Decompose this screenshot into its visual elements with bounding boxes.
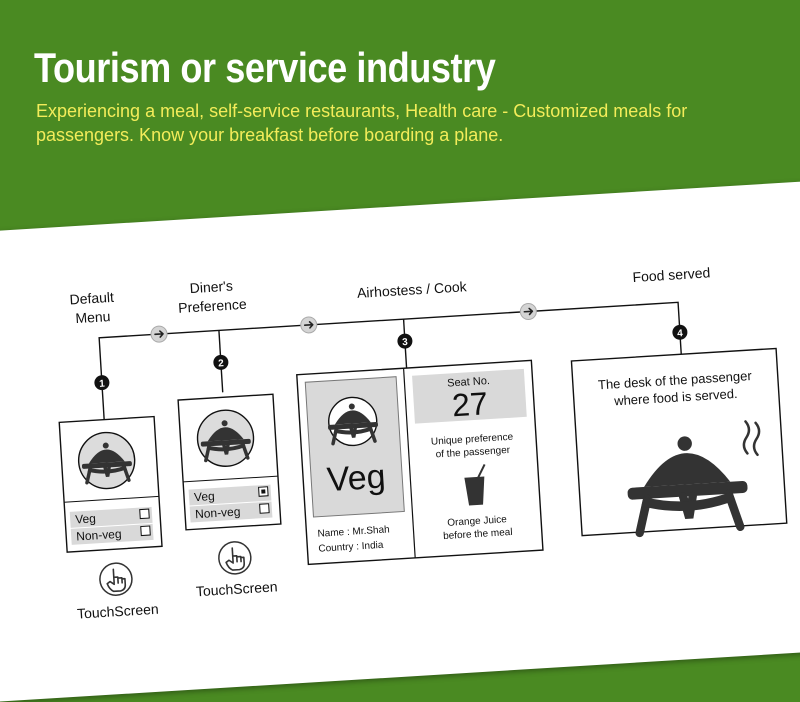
- step-label-2-line1: Diner's: [189, 278, 233, 297]
- nonveg-checkbox-2[interactable]: [259, 503, 270, 514]
- step-marker-4: 4: [672, 324, 688, 340]
- nonveg-checkbox[interactable]: [140, 525, 151, 537]
- drink-line-2: before the meal: [443, 527, 513, 542]
- svg-text:4: 4: [677, 328, 684, 339]
- passenger-name: Name : Mr.Shah: [317, 524, 390, 539]
- arrow-icon: [519, 302, 538, 321]
- seat-number: 27: [451, 385, 489, 423]
- svg-text:2: 2: [218, 358, 225, 369]
- touchscreen-label-2: TouchScreen: [195, 578, 278, 599]
- seat-label: Seat No.: [447, 375, 490, 390]
- juice-glass-icon: [464, 464, 486, 506]
- touch-hand-icon[interactable]: [217, 540, 253, 576]
- menu-option-veg-2: Veg: [194, 489, 216, 504]
- step-label-1-line2: Menu: [75, 308, 111, 326]
- selected-meal: Veg: [326, 458, 387, 500]
- step-label-1-line1: Default: [69, 289, 114, 308]
- default-menu-phone: Veg Non-veg: [58, 415, 163, 553]
- arrow-icon: [149, 324, 169, 344]
- arrow-icon: [299, 315, 319, 335]
- veg-checkbox[interactable]: [139, 508, 150, 520]
- menu-option-nonveg: Non-veg: [76, 527, 122, 544]
- preference-line-1: Unique preference: [431, 432, 514, 448]
- timeline-line: [98, 301, 681, 383]
- slide-title: Tourism or service industry: [34, 44, 496, 91]
- preference-line-2: of the passenger: [435, 445, 511, 461]
- served-dish-icon: [627, 436, 748, 538]
- step-label-2-line2: Preference: [178, 296, 248, 316]
- menu-option-veg: Veg: [75, 511, 97, 526]
- touch-hand-icon[interactable]: [98, 561, 134, 597]
- drink-line-1: Orange Juice: [447, 514, 507, 529]
- svg-text:1: 1: [99, 378, 106, 389]
- preference-phone: Veg Non-veg: [177, 393, 282, 531]
- meal-flow-diagram: 1 2 3 4 Default Menu Diner's Preference …: [58, 264, 788, 622]
- step-marker-2: 2: [213, 354, 229, 370]
- step-label-4: Food served: [632, 264, 711, 285]
- food-served-card: The desk of the passenger where food is …: [570, 347, 788, 538]
- diagram-card: 1 2 3 4 Default Menu Diner's Preference …: [0, 177, 800, 702]
- svg-text:3: 3: [402, 337, 409, 348]
- slide-subtitle: Experiencing a meal, self-service restau…: [36, 101, 688, 145]
- passenger-selection-card: Veg Name : Mr.Shah Country : India Seat …: [296, 359, 544, 566]
- touchscreen-label-1: TouchScreen: [77, 601, 160, 622]
- menu-option-nonveg-2: Non-veg: [195, 504, 241, 521]
- passenger-country: Country : India: [318, 540, 384, 555]
- step-label-3: Airhostess / Cook: [357, 278, 468, 301]
- steam-icon: [742, 420, 761, 457]
- step-marker-1: 1: [94, 375, 110, 391]
- step-marker-3: 3: [397, 333, 413, 349]
